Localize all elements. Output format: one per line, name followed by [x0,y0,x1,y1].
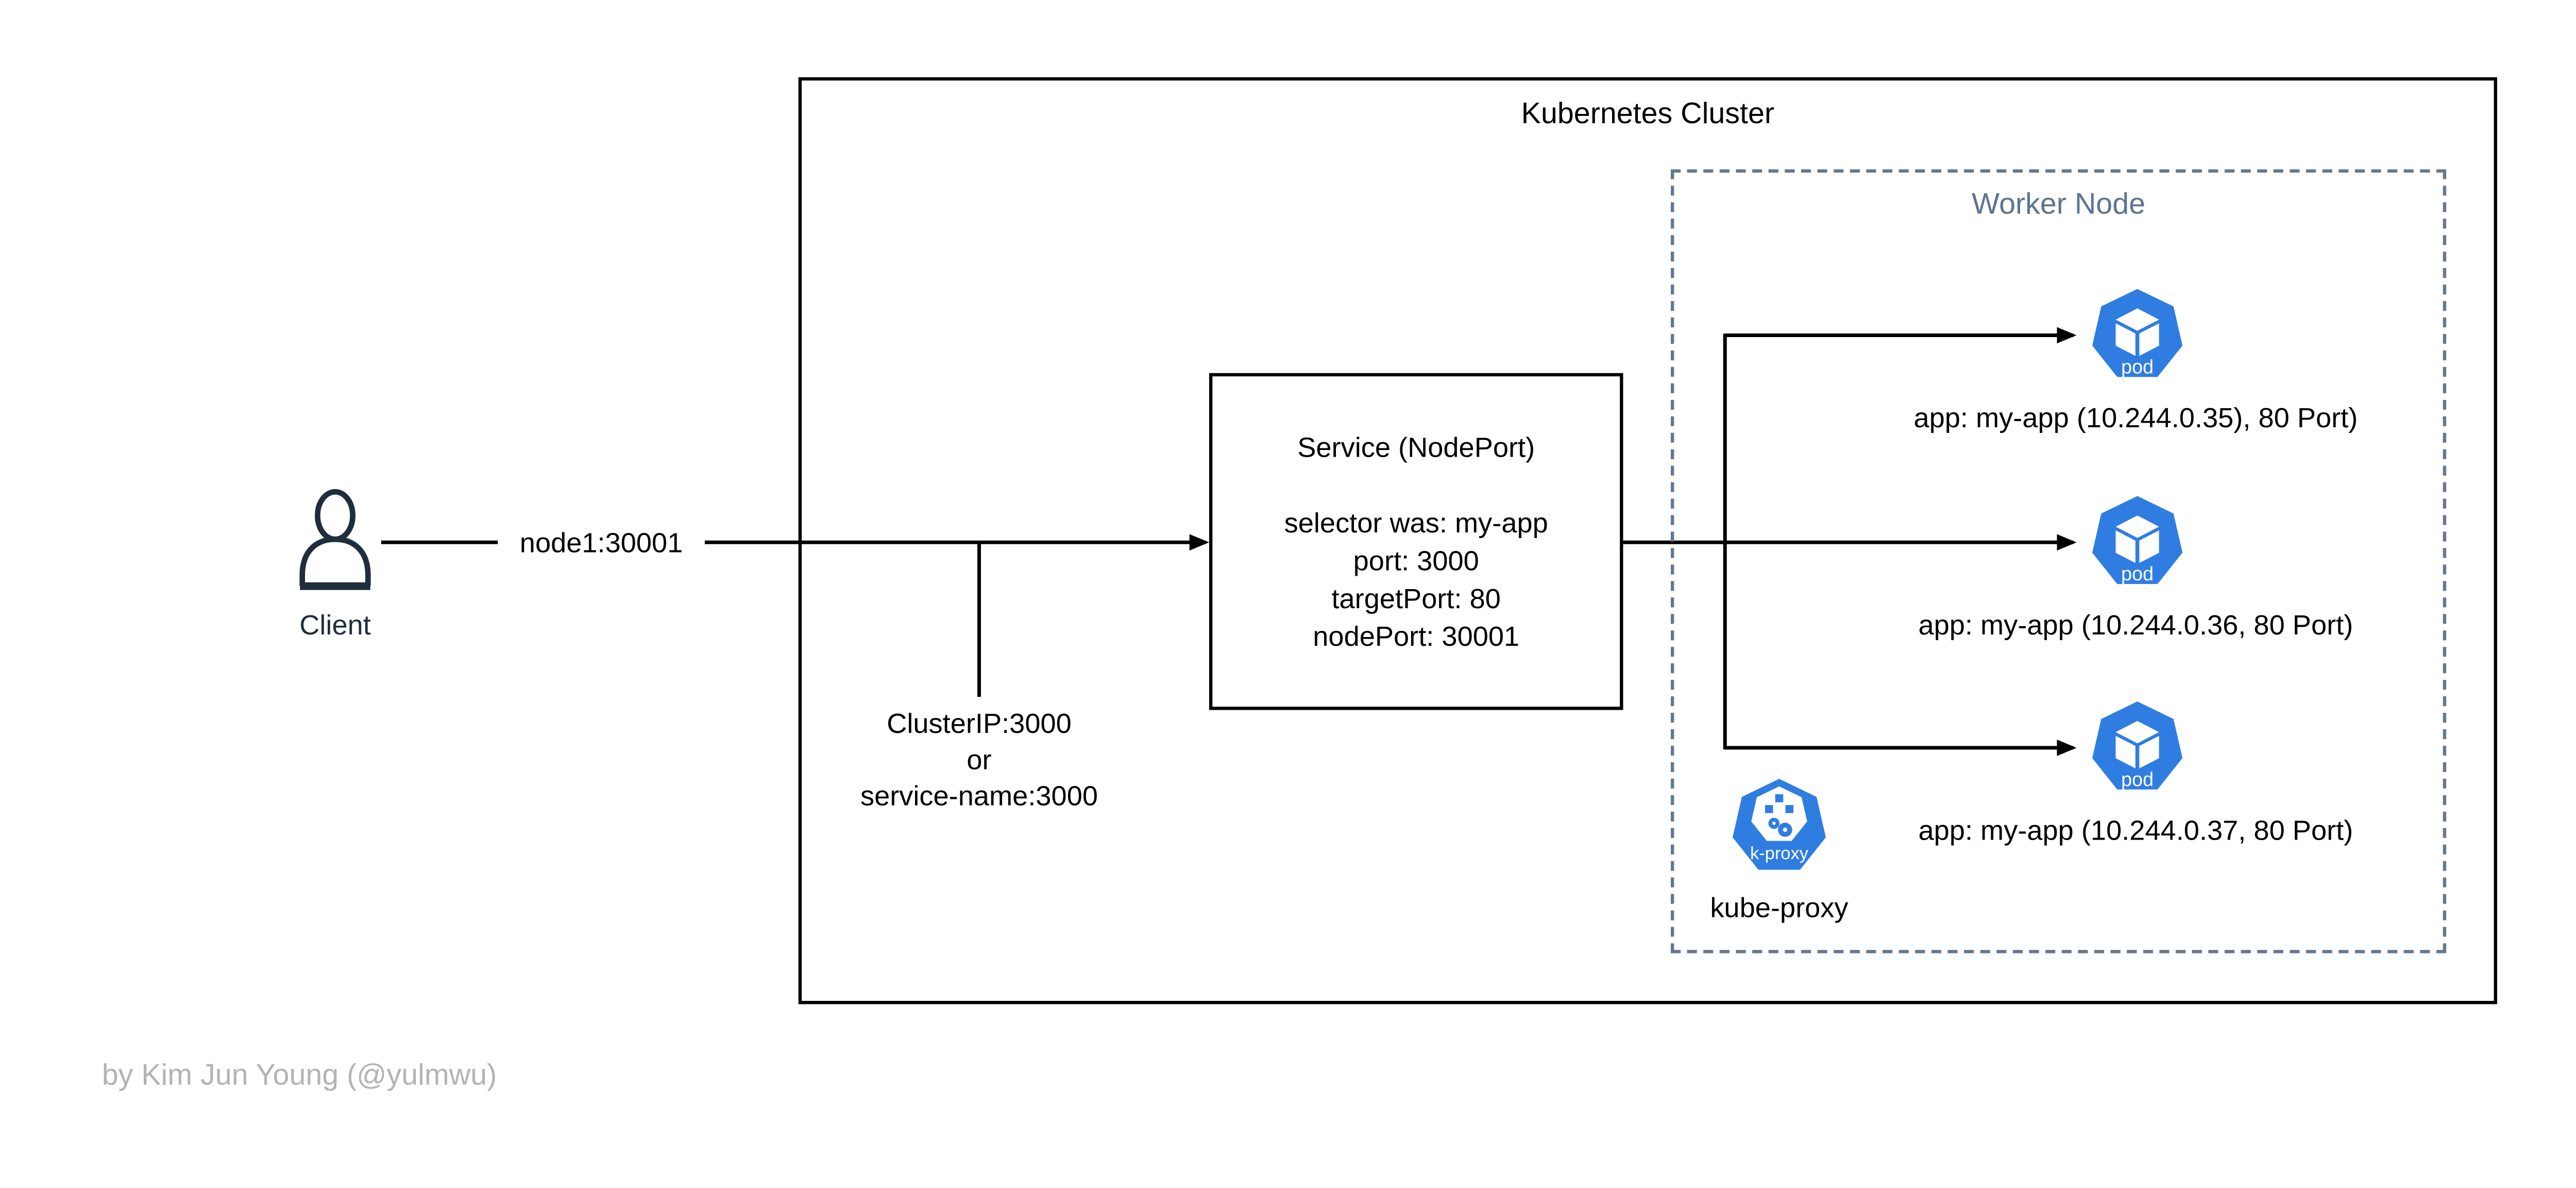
worker-node-box: Worker Node [1670,169,2447,953]
service-nodeport-line: nodePort: 30001 [1313,621,1520,652]
service-nodeport-box: Service (NodePort) selector was: my-app … [1209,373,1623,710]
clusterip-note-line3: service-name:3000 [860,780,1098,812]
clusterip-note-line2: or [967,744,992,776]
service-selector-line: selector was: my-app [1284,508,1548,539]
kube-proxy-icon-text: k-proxy [1750,844,1809,863]
pod-icon: pod [2092,496,2183,584]
pod2-label: app: my-app (10.244.0.36, 80 Port) [1918,610,2353,641]
service-spacer [1212,467,1620,505]
service-port-line: port: 3000 [1353,545,1479,577]
service-title: Service (NodePort) [1297,432,1535,464]
pod-icon: pod [2092,289,2183,377]
clusterip-note-line1: ClusterIP:3000 [887,708,1072,740]
kube-proxy-label: kube-proxy [1710,892,1849,924]
clusterip-note: ClusterIP:3000 or service-name:3000 [782,707,1176,815]
pod-icon-text: pod [2121,563,2154,584]
pod-icon-text: pod [2121,768,2154,790]
kube-proxy-icon: k-proxy [1732,779,1826,870]
edge-label-node1-30001: node1:30001 [498,526,705,561]
pod1-label: app: my-app (10.244.0.35), 80 Port) [1913,403,2358,434]
pod-icon: pod [2092,701,2183,790]
pod-icon-text: pod [2121,356,2154,377]
client-person-icon [299,489,371,590]
worker-node-title: Worker Node [1971,187,2146,221]
client-label: Client [299,610,371,641]
service-targetport-line: targetPort: 80 [1331,583,1501,615]
kubernetes-cluster-box: Kubernetes Cluster [798,77,2497,1005]
attribution-text: by Kim Jun Young (@yulmwu) [101,1058,497,1092]
kubernetes-cluster-title: Kubernetes Cluster [1521,97,1775,130]
pod3-label: app: my-app (10.244.0.37, 80 Port) [1918,815,2353,847]
